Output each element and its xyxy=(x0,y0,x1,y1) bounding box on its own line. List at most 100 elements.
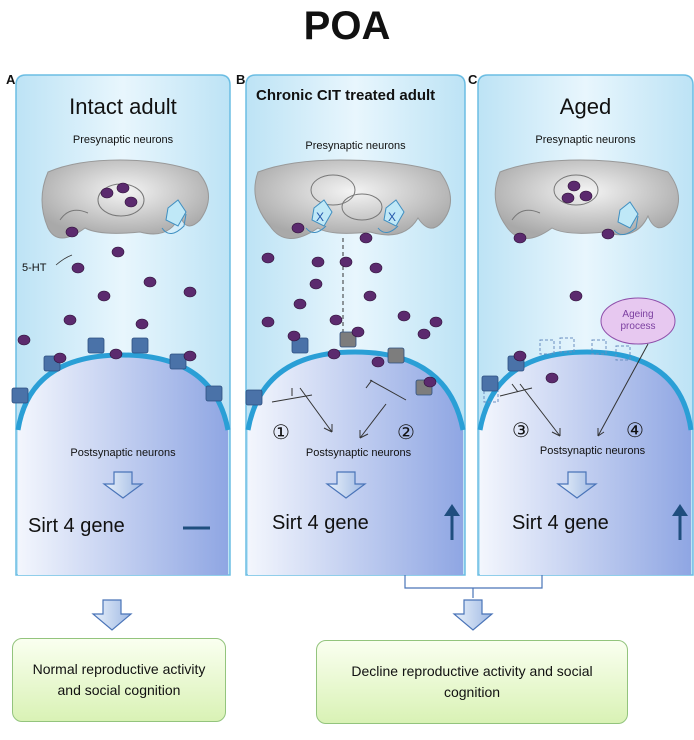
signal-arrows-b xyxy=(271,379,407,439)
serotonin-molecule xyxy=(327,348,341,360)
serotonin-molecule xyxy=(135,318,149,330)
serotonin-molecule xyxy=(261,252,275,264)
receptor xyxy=(131,337,149,354)
panel-c xyxy=(477,74,694,576)
serotonin-molecule xyxy=(97,290,111,302)
outcome-decline-text: Decline reproductive activity and social… xyxy=(351,663,593,700)
serotonin-molecule xyxy=(183,286,197,298)
vesicle-release-a xyxy=(59,209,89,221)
marker-4: ④ xyxy=(626,420,644,442)
serotonin-molecule xyxy=(309,278,323,290)
sirt-gene-label-c: Sirt 4 gene xyxy=(512,512,609,534)
serotonin-molecule xyxy=(339,256,353,268)
marker-1: ① xyxy=(272,422,290,444)
serotonin-molecule xyxy=(287,330,301,342)
membrane-b xyxy=(245,349,466,431)
serotonin-molecule xyxy=(429,316,443,328)
vesicle-b2 xyxy=(341,193,383,221)
serotonin-molecule xyxy=(143,276,157,288)
postsynaptic-label-c: Postsynaptic neurons xyxy=(539,445,646,457)
panel-a xyxy=(15,74,231,576)
transporter-c xyxy=(613,201,639,235)
presynaptic-label-b: Presynaptic neurons xyxy=(305,140,406,152)
serotonin-molecule xyxy=(371,356,385,368)
receptor xyxy=(205,385,223,402)
panel-title-b: Chronic CIT treated adult xyxy=(256,87,436,104)
receptor xyxy=(291,337,309,354)
page-title: POA xyxy=(303,4,391,48)
receptor xyxy=(339,331,357,348)
ageing-process-bubble xyxy=(600,297,676,345)
panel-letter-a: A xyxy=(6,72,16,87)
label-5ht: 5-HT xyxy=(22,262,47,274)
serotonin-molecule xyxy=(545,372,559,384)
serotonin-molecule xyxy=(561,192,575,204)
serotonin-molecule xyxy=(311,256,325,268)
serotonin-molecule xyxy=(293,298,307,310)
outcome-normal-text: Normal reproductive activity and social … xyxy=(32,661,206,698)
serotonin-molecule xyxy=(124,196,138,208)
serotonin-molecule xyxy=(567,180,581,192)
increase-arrow-c xyxy=(672,504,688,540)
presynaptic-label-a: Presynaptic neurons xyxy=(72,134,174,146)
postsynaptic-neuron-b xyxy=(248,352,463,575)
serotonin-molecule xyxy=(363,290,377,302)
serotonin-molecule xyxy=(111,246,125,258)
serotonin-molecule xyxy=(417,328,431,340)
serotonin-molecule xyxy=(351,326,365,338)
serotonin-molecule xyxy=(17,334,31,346)
postsynaptic-label-b: Postsynaptic neurons xyxy=(305,447,412,459)
serotonin-molecule xyxy=(397,310,411,322)
serotonin-molecule xyxy=(53,352,67,364)
vesicle-release-c xyxy=(511,209,541,221)
serotonin-molecule xyxy=(261,316,275,328)
serotonin-molecule xyxy=(359,232,373,244)
panel-letter-b: B xyxy=(236,72,246,87)
serotonin-molecule xyxy=(579,190,593,202)
panel-title-c: Aged xyxy=(559,94,612,119)
receptor xyxy=(387,347,405,364)
outcome-arrows xyxy=(91,599,494,631)
transporter-a xyxy=(161,199,187,234)
receptor xyxy=(481,375,499,392)
postsynaptic-neuron-a xyxy=(18,355,228,575)
serotonin-molecule xyxy=(183,350,197,362)
serotonin-molecule xyxy=(513,350,527,362)
serotonin-molecule xyxy=(63,314,77,326)
down-arrows xyxy=(102,471,598,499)
serotonin-molecule xyxy=(65,226,79,238)
marker-3: ③ xyxy=(512,420,530,442)
vesicle-b xyxy=(310,174,356,206)
serotonin-molecule xyxy=(569,290,583,302)
signal-arrows-c xyxy=(499,343,649,437)
receptor xyxy=(245,389,263,406)
panel-b: X X xyxy=(245,74,466,576)
lost-receptors-c xyxy=(483,337,631,403)
serotonin-molecule xyxy=(109,348,123,360)
svg-text:X: X xyxy=(316,210,324,224)
panel-letter-c: C xyxy=(468,72,478,87)
receptor xyxy=(11,387,29,404)
increase-arrow-b xyxy=(444,504,460,540)
serotonin-molecule xyxy=(100,187,114,199)
serotonin-molecule xyxy=(513,232,527,244)
receptor xyxy=(87,337,105,354)
pointer-5ht-a xyxy=(55,254,73,266)
blocked-transporter-left: X xyxy=(305,199,333,233)
postsynaptic-label-a: Postsynaptic neurons xyxy=(70,447,176,459)
postsynaptic-neuron-c xyxy=(480,352,691,575)
blocked-transporter-right: X xyxy=(377,199,405,233)
presynaptic-neuron-b xyxy=(254,159,451,239)
svg-text:X: X xyxy=(388,210,396,224)
outcome-decline: Decline reproductive activity and social… xyxy=(316,640,628,724)
serotonin-molecule xyxy=(71,262,85,274)
sirt-indicators xyxy=(183,504,688,540)
serotonin-molecule xyxy=(329,314,343,326)
outcome-normal: Normal reproductive activity and social … xyxy=(12,638,226,722)
serotonin-molecule xyxy=(369,262,383,274)
serotonin-molecule xyxy=(601,228,615,240)
serotonin-molecule xyxy=(116,182,130,194)
panel-title-a: Intact adult xyxy=(69,94,177,119)
presynaptic-label-c: Presynaptic neurons xyxy=(535,134,636,146)
